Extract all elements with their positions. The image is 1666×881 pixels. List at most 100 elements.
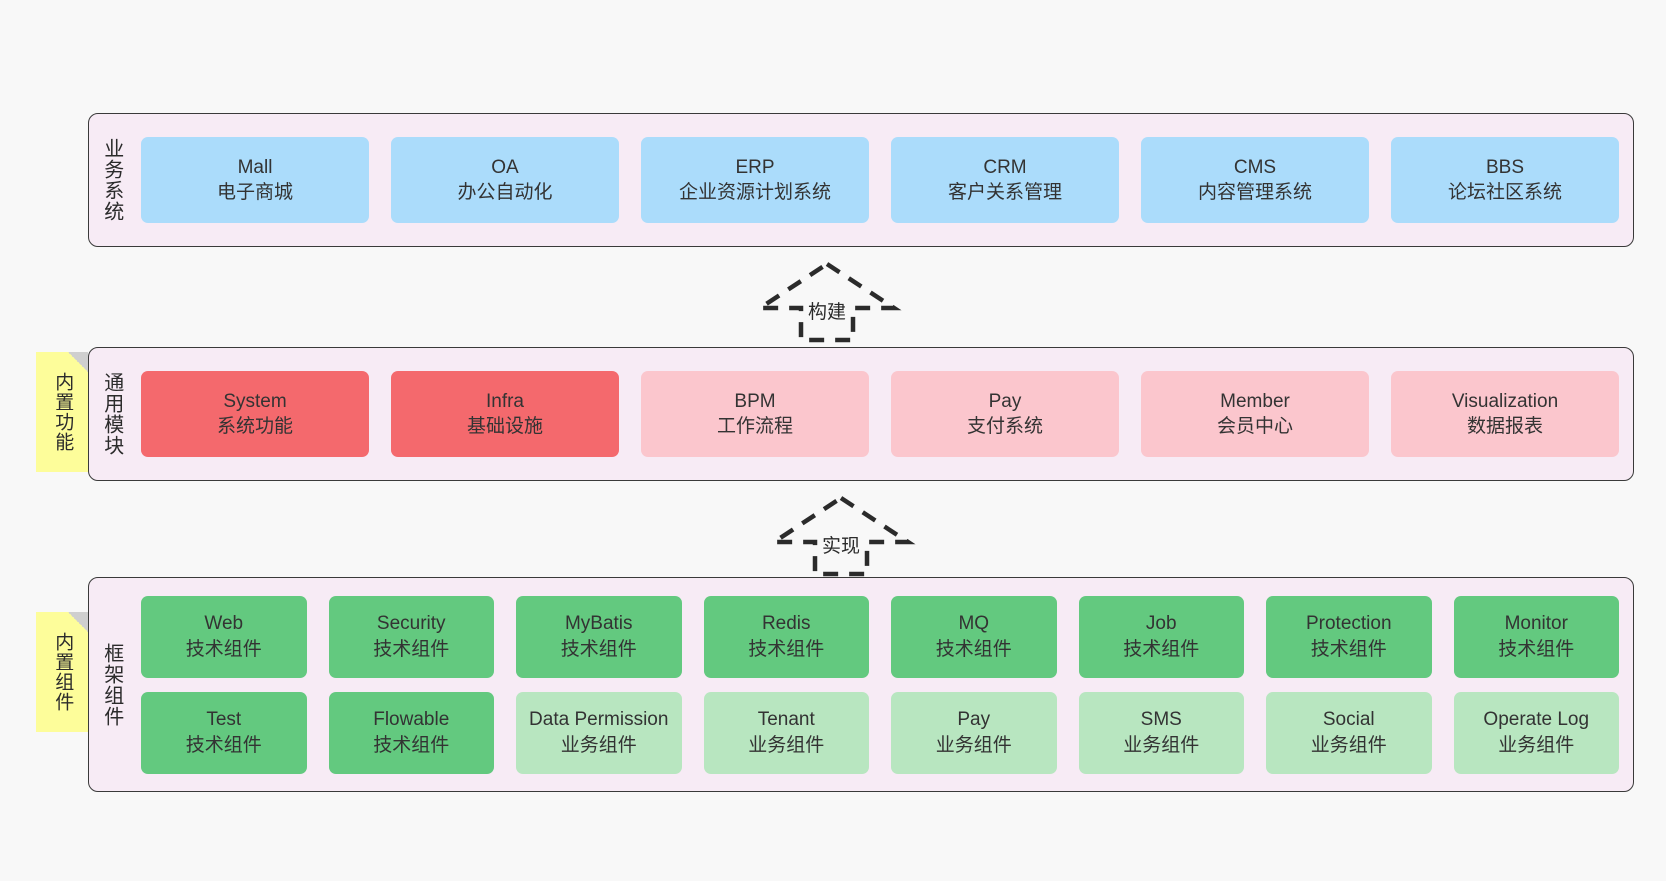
component-subtitle: 业务组件 [1123, 734, 1200, 756]
component-subtitle: 支付系统 [966, 416, 1043, 437]
component-card-job[interactable]: Job 技术组件 [1078, 595, 1244, 678]
component-subtitle: 技术组件 [748, 638, 825, 660]
component-card-flowable[interactable]: Flowable 技术组件 [328, 691, 494, 774]
component-subtitle: 技术组件 [560, 638, 637, 660]
component-subtitle: 客户关系管理 [947, 182, 1062, 203]
component-card-protection[interactable]: Protection 技术组件 [1266, 595, 1432, 678]
component-card-system[interactable]: System 系统功能 [141, 371, 369, 457]
layer-framework-components: 框架组件 Web 技术组件 Security 技术组件 MyBatis 技术组件… [88, 577, 1634, 792]
component-subtitle: 论坛社区系统 [1447, 182, 1562, 203]
connector-build: 构建 [752, 261, 902, 343]
component-subtitle: 企业资源计划系统 [678, 182, 831, 203]
component-card-crm[interactable]: CRM 客户关系管理 [891, 137, 1119, 223]
component-card-test[interactable]: Test 技术组件 [141, 691, 307, 774]
component-name: Data Permission [529, 709, 669, 731]
component-name: Mall [237, 156, 273, 178]
component-card-web[interactable]: Web 技术组件 [141, 595, 307, 678]
component-name: Redis [761, 613, 811, 635]
component-subtitle: 电子商城 [216, 182, 293, 203]
note-builtin-component: 内置组件 [36, 612, 88, 732]
component-name: Flowable [373, 709, 450, 731]
note-label: 内置功能 [52, 372, 74, 452]
component-name: BPM [734, 390, 776, 412]
note-builtin-function: 内置功能 [36, 352, 88, 472]
component-name: BBS [1485, 156, 1525, 178]
component-card-mq[interactable]: MQ 技术组件 [891, 595, 1057, 678]
component-card-data-permission[interactable]: Data Permission 业务组件 [516, 691, 682, 774]
component-name: Social [1322, 709, 1375, 731]
component-subtitle: 业务组件 [935, 734, 1012, 756]
component-card-bpm[interactable]: BPM 工作流程 [641, 371, 869, 457]
component-card-oa[interactable]: OA 办公自动化 [391, 137, 619, 223]
connector-label: 实现 [821, 536, 861, 557]
component-subtitle: 技术组件 [1310, 638, 1387, 660]
component-subtitle: 系统功能 [216, 416, 293, 437]
component-card-social[interactable]: Social 业务组件 [1266, 691, 1432, 774]
component-card-cms[interactable]: CMS 内容管理系统 [1141, 137, 1369, 223]
layer-body-framework-components: Web 技术组件 Security 技术组件 MyBatis 技术组件 Redi… [133, 578, 1633, 791]
component-subtitle: 办公自动化 [457, 182, 553, 203]
layer-business-systems: 业务系统 Mall 电子商城 OA 办公自动化 ERP 企业资源计划系统 CRM… [88, 113, 1634, 247]
layer-title-business-systems: 业务系统 [100, 138, 123, 222]
component-subtitle: 数据报表 [1466, 416, 1543, 437]
component-name: Operate Log [1483, 709, 1590, 731]
component-name: Tenant [757, 709, 815, 731]
component-subtitle: 工作流程 [716, 416, 793, 437]
component-card-monitor[interactable]: Monitor 技术组件 [1453, 595, 1619, 678]
component-name: MyBatis [564, 613, 633, 635]
component-name: CRM [983, 156, 1027, 178]
component-subtitle: 业务组件 [560, 734, 637, 756]
dashed-up-arrow-icon [766, 495, 916, 577]
component-card-redis[interactable]: Redis 技术组件 [703, 595, 869, 678]
component-subtitle: 技术组件 [935, 638, 1012, 660]
layer-body-business-systems: Mall 电子商城 OA 办公自动化 ERP 企业资源计划系统 CRM 客户关系… [133, 114, 1633, 246]
component-card-pay[interactable]: Pay 支付系统 [891, 371, 1119, 457]
component-card-sms[interactable]: SMS 业务组件 [1078, 691, 1244, 774]
component-name: Job [1145, 613, 1177, 635]
component-card-visualization[interactable]: Visualization 数据报表 [1391, 371, 1619, 457]
component-subtitle: 业务组件 [748, 734, 825, 756]
component-name: ERP [735, 156, 775, 178]
component-subtitle: 技术组件 [185, 734, 262, 756]
component-card-security[interactable]: Security 技术组件 [328, 595, 494, 678]
layer-title-framework-components: 框架组件 [100, 642, 123, 727]
component-card-bbs[interactable]: BBS 论坛社区系统 [1391, 137, 1619, 223]
component-row: Mall 电子商城 OA 办公自动化 ERP 企业资源计划系统 CRM 客户关系… [141, 137, 1619, 223]
component-card-infra[interactable]: Infra 基础设施 [391, 371, 619, 457]
dashed-up-arrow-icon [752, 261, 902, 343]
component-name: OA [491, 156, 519, 178]
connector-implement: 实现 [766, 495, 916, 577]
component-subtitle: 技术组件 [1123, 638, 1200, 660]
component-subtitle: 会员中心 [1216, 416, 1293, 437]
layer-common-modules: 通用模块 System 系统功能 Infra 基础设施 BPM 工作流程 Pay… [88, 347, 1634, 481]
component-name: Web [204, 613, 244, 635]
component-subtitle: 技术组件 [1498, 638, 1575, 660]
component-subtitle: 技术组件 [185, 638, 262, 660]
component-card-mall[interactable]: Mall 电子商城 [141, 137, 369, 223]
component-name: Protection [1305, 613, 1392, 635]
component-name: Infra [485, 390, 525, 412]
component-subtitle: 内容管理系统 [1197, 182, 1312, 203]
component-card-tenant[interactable]: Tenant 业务组件 [703, 691, 869, 774]
component-subtitle: 基础设施 [466, 416, 543, 437]
connector-label: 构建 [807, 302, 847, 323]
layer-body-common-modules: System 系统功能 Infra 基础设施 BPM 工作流程 Pay 支付系统… [133, 348, 1633, 480]
layer-title-common-modules: 通用模块 [100, 372, 123, 456]
component-card-member[interactable]: Member 会员中心 [1141, 371, 1369, 457]
component-card-mybatis[interactable]: MyBatis 技术组件 [516, 595, 682, 678]
component-card-pay-business[interactable]: Pay 业务组件 [891, 691, 1057, 774]
note-label: 内置组件 [52, 632, 74, 712]
component-name: MQ [958, 613, 990, 635]
component-name: CMS [1233, 156, 1277, 178]
component-name: System [223, 390, 287, 412]
component-subtitle: 技术组件 [373, 734, 450, 756]
component-name: Member [1220, 390, 1290, 412]
component-card-operate-log[interactable]: Operate Log 业务组件 [1453, 691, 1619, 774]
component-name: Security [376, 613, 446, 635]
component-subtitle: 业务组件 [1498, 734, 1575, 756]
component-row: System 系统功能 Infra 基础设施 BPM 工作流程 Pay 支付系统… [141, 371, 1619, 457]
component-row: Web 技术组件 Security 技术组件 MyBatis 技术组件 Redi… [141, 595, 1619, 678]
component-row: Test 技术组件 Flowable 技术组件 Data Permission … [141, 691, 1619, 774]
component-card-erp[interactable]: ERP 企业资源计划系统 [641, 137, 869, 223]
